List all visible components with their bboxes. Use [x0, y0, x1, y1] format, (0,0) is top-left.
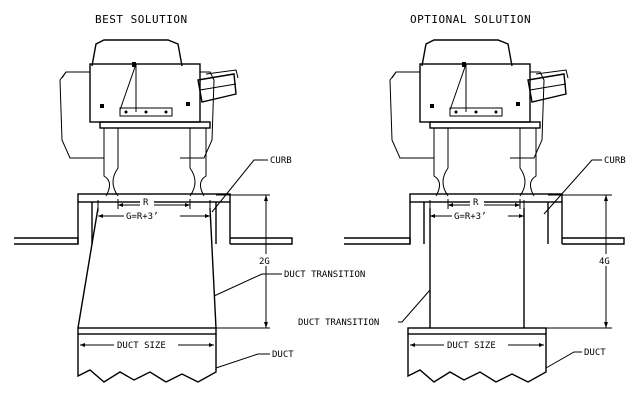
g-label: G=R+3’ — [454, 212, 487, 222]
fan-unit — [389, 39, 569, 197]
g-dimension: G=R+3’ — [430, 211, 524, 222]
callouts: CURB DUCT TRANSITION DUCT — [211, 156, 365, 369]
best-solution-title: BEST SOLUTION — [95, 13, 188, 26]
best-solution-diagram: BEST SOLUTION — [14, 13, 365, 383]
duct-size-label: DUCT SIZE — [117, 341, 166, 351]
r-label: R — [473, 198, 479, 208]
duct: DUCT SIZE — [407, 327, 547, 383]
duct-label: DUCT — [272, 350, 294, 360]
optional-solution-diagram: OPTIONAL SOLUTION — [298, 13, 626, 383]
transition-label: DUCT TRANSITION — [298, 318, 379, 328]
optional-solution-title: OPTIONAL SOLUTION — [410, 13, 531, 26]
curb-label: CURB — [270, 156, 292, 166]
transition-label: DUCT TRANSITION — [284, 270, 365, 280]
duct-transition — [77, 200, 217, 329]
curb — [14, 193, 293, 245]
r-dimension: R — [447, 196, 521, 209]
height-dimension: 2G — [216, 194, 274, 329]
height-dimension: 4G — [524, 194, 614, 329]
curb-label: CURB — [604, 156, 626, 166]
duct-size-label: DUCT SIZE — [447, 341, 496, 351]
duct-transition — [429, 200, 525, 328]
callouts: CURB DUCT TRANSITION DUCT — [298, 156, 626, 369]
height-label: 2G — [259, 257, 270, 267]
duct: DUCT SIZE — [77, 327, 217, 383]
fan-unit — [59, 39, 239, 197]
height-label: 4G — [599, 257, 610, 267]
r-label: R — [143, 198, 149, 208]
g-dimension: G=R+3’ — [98, 211, 210, 222]
duct-label: DUCT — [584, 348, 606, 358]
g-label: G=R+3’ — [126, 212, 159, 222]
r-dimension: R — [117, 196, 191, 209]
